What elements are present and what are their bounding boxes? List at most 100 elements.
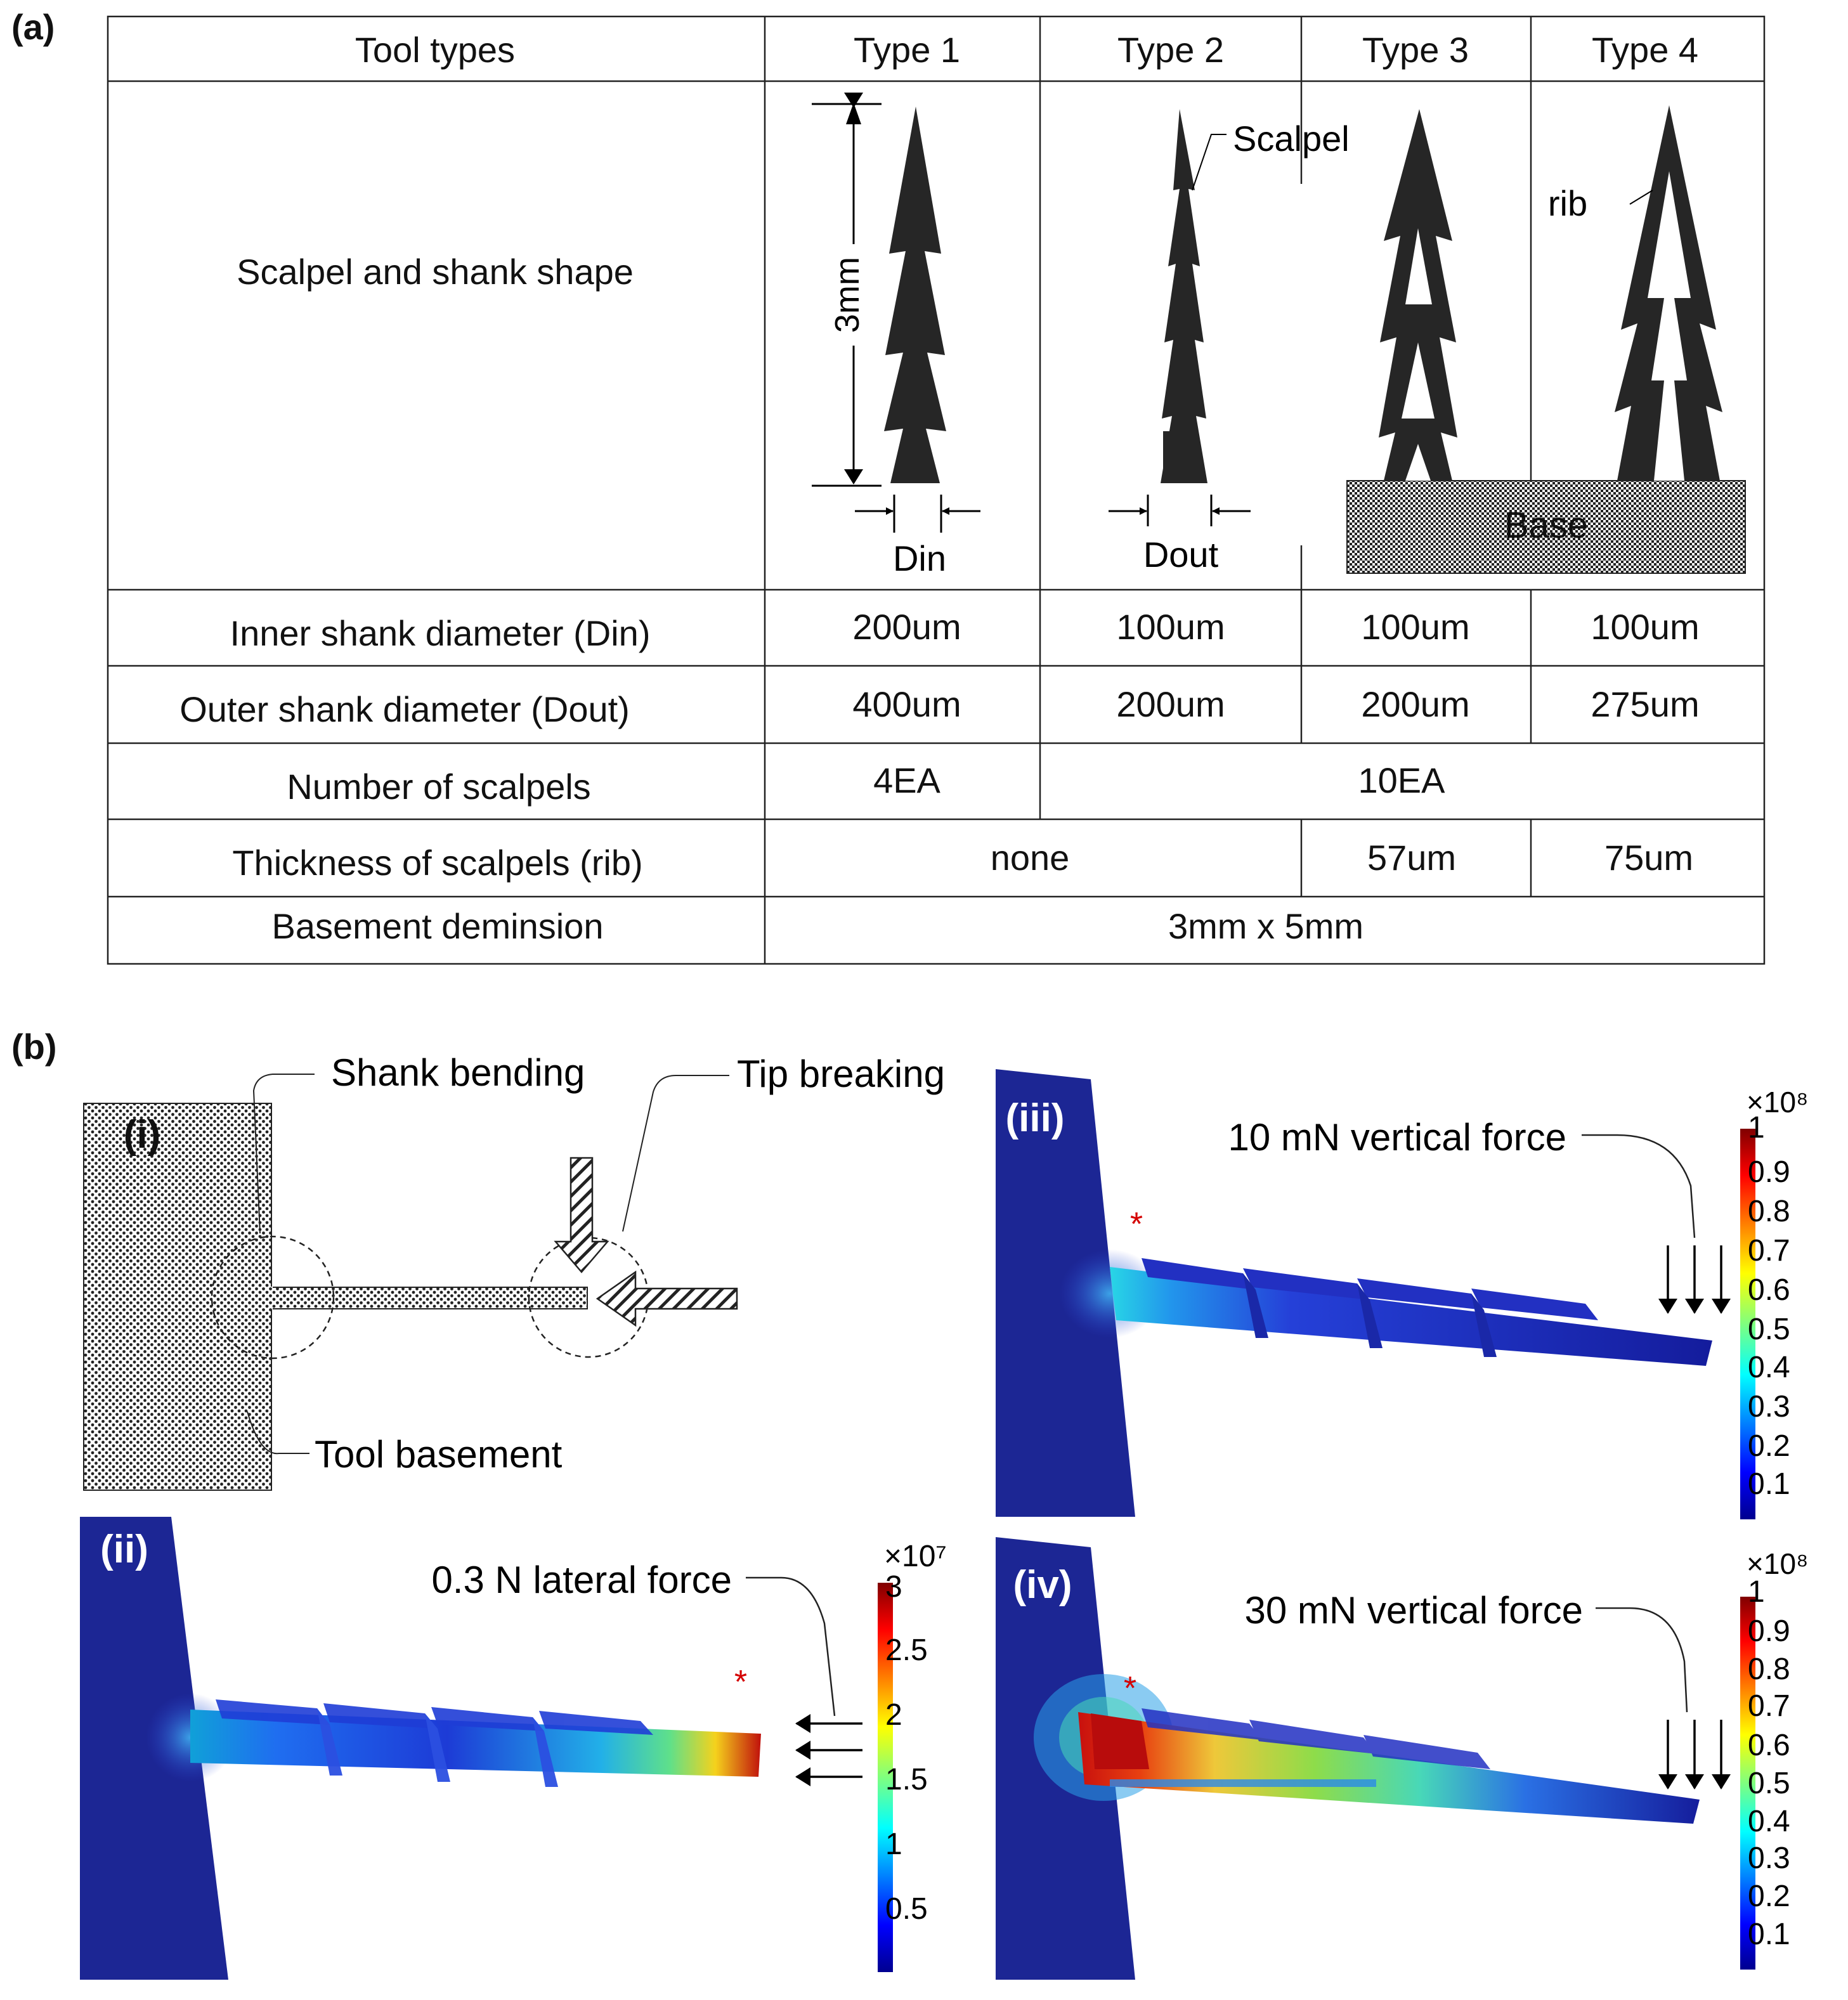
breaking-leader xyxy=(622,1075,729,1232)
iii-tick: 0.9 xyxy=(1748,1155,1790,1189)
din-dimension xyxy=(855,495,980,533)
ii-asterisk: * xyxy=(734,1664,747,1701)
row-number-label: Number of scalpels xyxy=(287,767,590,807)
ii-force-leader xyxy=(746,1576,836,1717)
row-dout-label: Outer shank diameter (Dout) xyxy=(179,689,630,729)
tool-table xyxy=(107,15,1766,965)
ii-tick: 0.5 xyxy=(885,1892,928,1926)
header-type-1: Type 1 xyxy=(854,30,960,70)
ii-tick: 1.5 xyxy=(885,1763,928,1796)
scalpel-leader xyxy=(1192,134,1227,191)
vertical-force-arrow xyxy=(554,1157,609,1273)
row-number-types2-4: 10EA xyxy=(1358,760,1446,800)
row-din-type3: 100um xyxy=(1361,607,1469,647)
row-dout-type3: 200um xyxy=(1361,684,1469,724)
header-type-4: Type 4 xyxy=(1592,30,1698,70)
iii-force-label: 10 mN vertical force xyxy=(1228,1116,1567,1159)
iii-asterisk: * xyxy=(1130,1206,1143,1243)
tool-base xyxy=(1346,480,1746,574)
iv-force-arrows xyxy=(1658,1720,1731,1789)
ii-tick: 1 xyxy=(885,1828,902,1861)
row-din-type1: 200um xyxy=(852,607,961,647)
panel-iv-label: (iv) xyxy=(1013,1563,1072,1607)
row-din-type4: 100um xyxy=(1591,607,1699,647)
ii-colorbar xyxy=(878,1583,893,1972)
row-dout-type1: 400um xyxy=(852,684,961,724)
iv-tick: 0.2 xyxy=(1748,1880,1790,1913)
iii-tick: 1 xyxy=(1748,1111,1765,1145)
ii-colorbar-exponent: ×10⁷ xyxy=(884,1540,947,1573)
type2-scalpel-shape xyxy=(1161,109,1207,483)
iii-tick: 0.2 xyxy=(1748,1429,1790,1463)
iii-tick: 0.6 xyxy=(1748,1273,1790,1307)
iv-tick: 0.6 xyxy=(1748,1729,1790,1762)
din-label: Din xyxy=(893,538,946,578)
table-text: Tool types Type 1 Type 2 Type 3 Type 4 S… xyxy=(179,30,1699,946)
row-rib-types1-2: none xyxy=(991,838,1070,878)
type1-scalpel-shape xyxy=(884,107,946,483)
ii-tick: 2.5 xyxy=(885,1633,928,1667)
row-dout-type2: 200um xyxy=(1116,684,1225,724)
iii-tick: 0.3 xyxy=(1748,1390,1790,1424)
tool-basement-shape xyxy=(83,1103,272,1491)
panel-b-iii xyxy=(996,1069,1755,1519)
iv-asterisk: * xyxy=(1124,1670,1136,1707)
iv-tick: 1 xyxy=(1748,1575,1765,1609)
row-rib-type4: 75um xyxy=(1604,838,1693,878)
iii-force-arrows xyxy=(1658,1245,1731,1314)
length-label: 3mm xyxy=(828,257,866,333)
iii-colorbar-exponent: ×10⁸ xyxy=(1747,1086,1808,1119)
shank-bending-label: Shank bending xyxy=(331,1051,585,1094)
iv-tick: 0.1 xyxy=(1748,1918,1790,1951)
row-din-label: Inner shank diameter (Din) xyxy=(230,613,651,653)
tool-basement-label: Tool basement xyxy=(315,1433,563,1476)
type4-hollow-core xyxy=(1648,171,1691,481)
iv-tick: 0.9 xyxy=(1748,1614,1790,1648)
iv-shank xyxy=(1078,1712,1700,1824)
iv-tick: 0.3 xyxy=(1748,1841,1790,1875)
iv-force-leader xyxy=(1596,1607,1688,1713)
iii-colorbar xyxy=(1740,1129,1755,1519)
rib-label: rib xyxy=(1548,183,1587,223)
row-rib-label: Thickness of scalpels (rib) xyxy=(232,843,642,883)
panel-ii-label: (ii) xyxy=(100,1528,148,1571)
header-type-2: Type 2 xyxy=(1117,30,1224,70)
bending-circle xyxy=(211,1235,335,1360)
iii-shank xyxy=(1110,1267,1712,1366)
iii-tick: 0.8 xyxy=(1748,1195,1790,1228)
type3-hollow-core xyxy=(1402,228,1435,481)
iii-force-leader xyxy=(1582,1134,1696,1238)
panel-i-label: (i) xyxy=(124,1113,161,1157)
ii-tick: 2 xyxy=(885,1698,902,1732)
bending-leader xyxy=(252,1074,315,1234)
shank-shape xyxy=(271,1287,588,1309)
iv-tick: 0.4 xyxy=(1748,1805,1790,1838)
lateral-force-arrow xyxy=(595,1270,738,1327)
row-number-type1: 4EA xyxy=(873,760,940,800)
iii-tick: 0.7 xyxy=(1748,1234,1790,1268)
iii-tick: 0.1 xyxy=(1748,1467,1790,1501)
iv-tick: 0.5 xyxy=(1748,1767,1790,1800)
row-base-label: Basement deminsion xyxy=(272,906,604,946)
iii-colorbar-ticks: 1 0.9 0.8 0.7 0.6 0.5 0.4 0.3 0.2 0.1 xyxy=(1748,1111,1790,1501)
ii-force-label: 0.3 N lateral force xyxy=(431,1559,732,1601)
panel-b-ii xyxy=(80,1517,893,1980)
iii-tick: 0.4 xyxy=(1748,1351,1790,1384)
iv-tick: 0.8 xyxy=(1748,1653,1790,1686)
header-type-3: Type 3 xyxy=(1362,30,1469,70)
base-label: Base xyxy=(1504,505,1588,546)
rib-leader xyxy=(1629,190,1653,205)
panel-b-i xyxy=(83,1074,738,1491)
panel-b-iv xyxy=(996,1537,1755,1980)
iv-force-label: 30 mN vertical force xyxy=(1245,1589,1584,1632)
iv-colorbar xyxy=(1740,1597,1755,1970)
dout-dimension xyxy=(1109,495,1251,526)
type1-length-dimension-start xyxy=(846,103,861,124)
iii-tick: 0.5 xyxy=(1748,1313,1790,1346)
header-tool-types: Tool types xyxy=(355,30,515,70)
iv-colorbar-ticks: 1 0.9 0.8 0.7 0.6 0.5 0.4 0.3 0.2 0.1 xyxy=(1748,1575,1790,1951)
row-din-type2: 100um xyxy=(1116,607,1225,647)
scalpel-label: Scalpel xyxy=(1233,119,1350,159)
iv-colorbar-exponent: ×10⁸ xyxy=(1747,1547,1808,1580)
